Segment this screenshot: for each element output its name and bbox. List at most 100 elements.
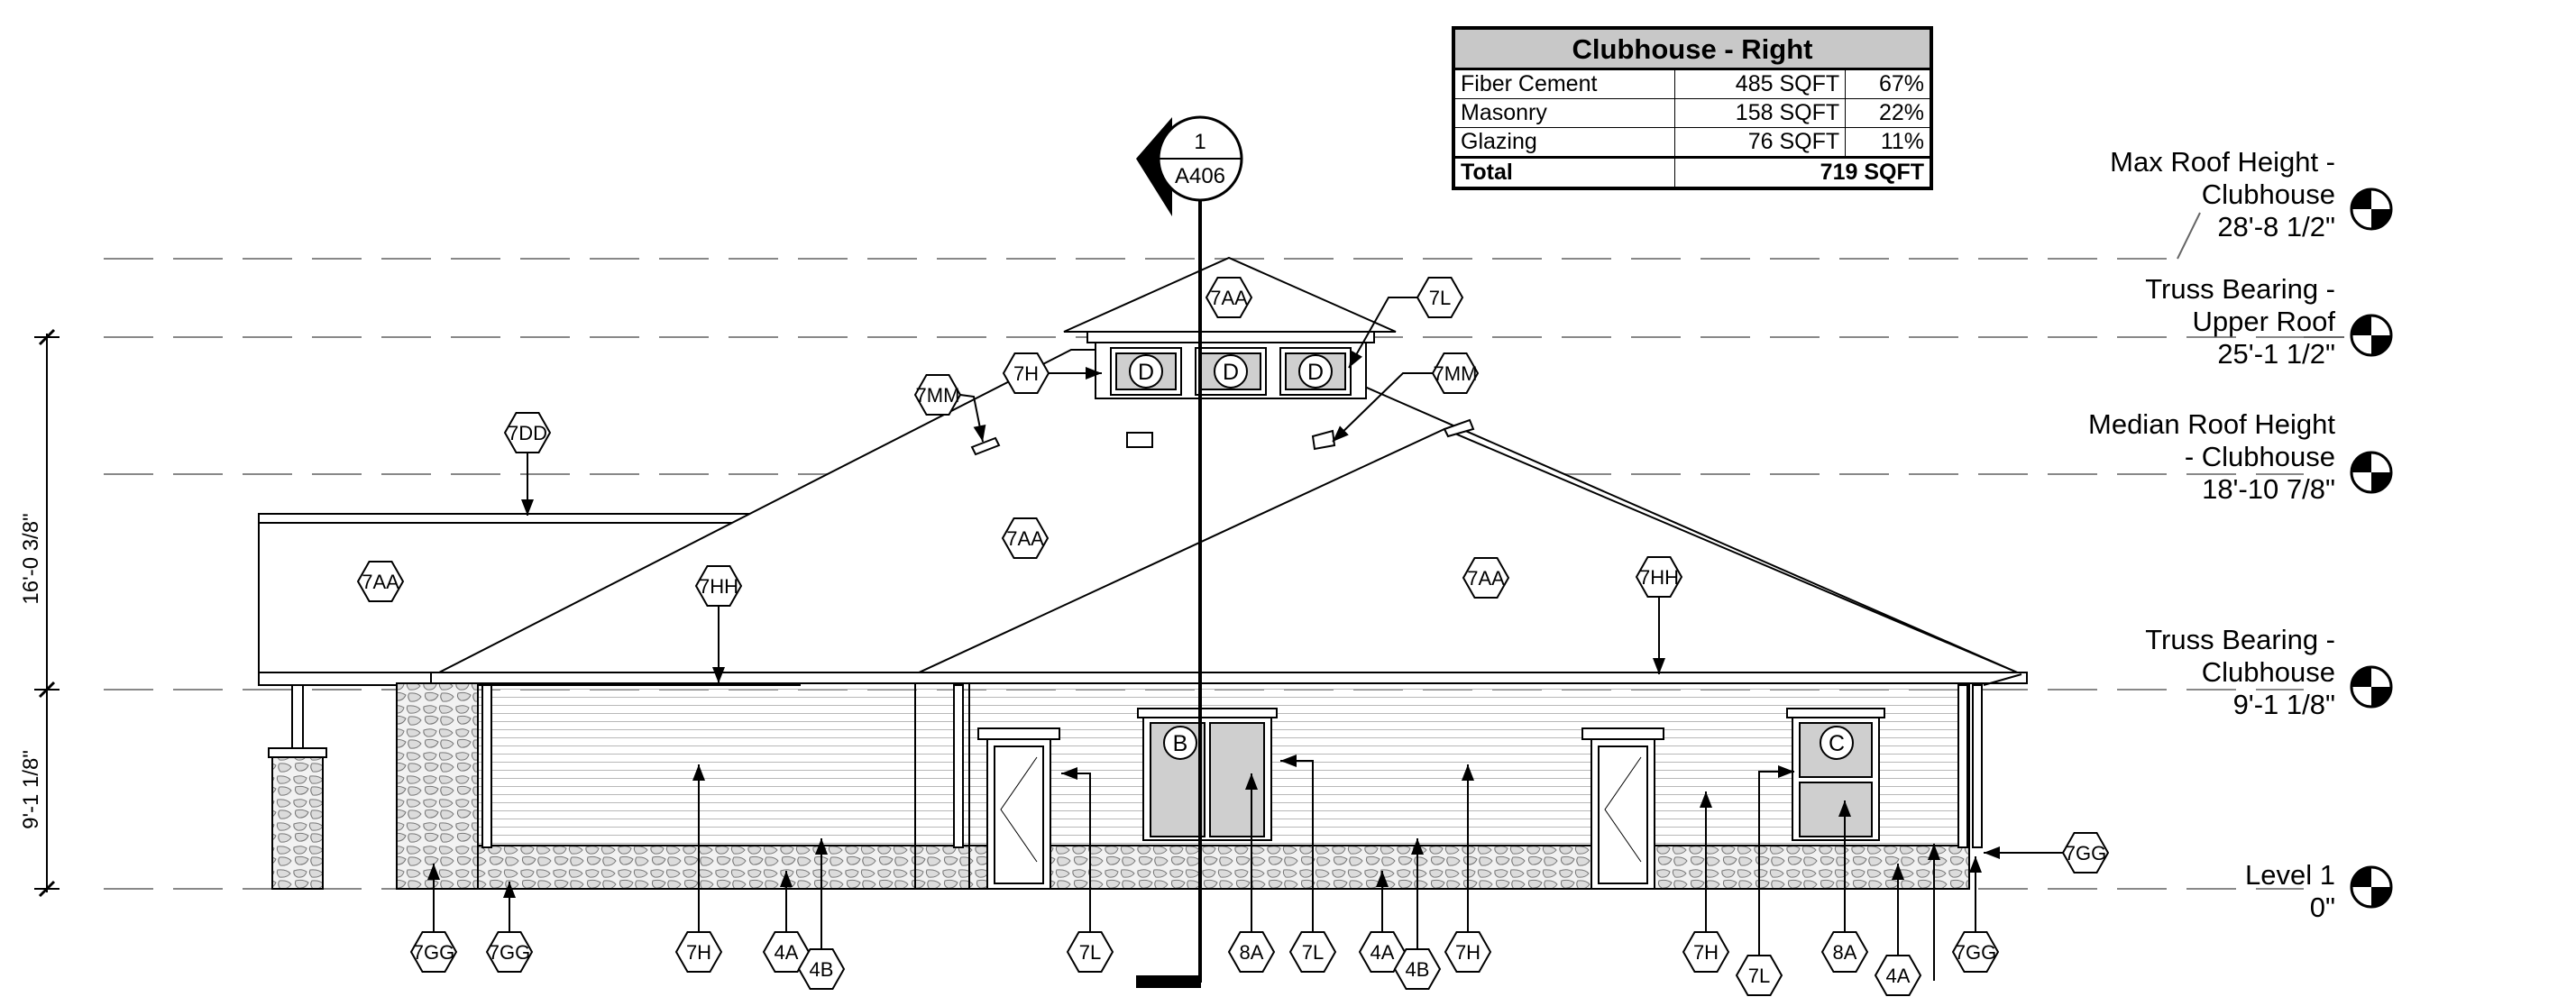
schedule-area: 158 SQFT (1673, 98, 1847, 128)
window-tag-label: B (1173, 731, 1188, 756)
keynote-tag: 4B (1393, 948, 1442, 990)
leader-arrow (1928, 844, 1940, 860)
level-name: Median Roof Height (2088, 408, 2335, 440)
leader-line (1348, 297, 1417, 369)
window-tag-label: D (1307, 360, 1324, 385)
material-schedule: Clubhouse - Right Fiber Cement 485 SQFT … (1452, 26, 1933, 190)
leader-arrow (503, 882, 516, 898)
keynote-label: 4B (1406, 958, 1430, 981)
level-name: Truss Bearing - (2145, 624, 2335, 655)
keynote-tag: 7GG (409, 931, 458, 973)
keynote-tag: 7AA (1205, 277, 1253, 318)
leader-arrow (1349, 350, 1362, 368)
section-sheet: A406 (1175, 164, 1225, 188)
schedule-row: Masonry 158 SQFT 22% (1453, 98, 1932, 128)
keynote-tag: 7GG (485, 931, 534, 973)
window-tags: D D D B C (1129, 354, 1854, 760)
leader-arrow (1984, 846, 2000, 859)
keynote-label: 7GG (2065, 842, 2106, 864)
keynote-label: 7MM (916, 384, 960, 407)
keynote-tag: 4A (1874, 955, 1922, 996)
schedule-material: Fiber Cement (1453, 69, 1675, 99)
level-name: - Clubhouse (2185, 441, 2335, 472)
keynote-label: 7L (1302, 941, 1324, 964)
keynote-tag: 4B (797, 948, 846, 990)
leader-arrow (1086, 367, 1102, 380)
window-tag: D (1214, 354, 1248, 389)
keynote-label: 4A (1371, 941, 1395, 964)
keynote-tag: 7AA (1001, 517, 1050, 559)
main-roof (430, 256, 2028, 684)
leader-arrow (1245, 773, 1258, 790)
keynote-tag: 7H (1002, 352, 1050, 394)
keynote-tag: 7MM (913, 374, 962, 416)
window-tag-label: D (1138, 360, 1154, 385)
schedule-total-label: Total (1453, 156, 1675, 189)
keynote-label: 7H (1693, 941, 1719, 964)
level-elevation: 0" (2310, 892, 2335, 923)
keynote-label: 7H (686, 941, 711, 964)
keynote-label: 7HH (699, 575, 738, 598)
keynote-label: 4A (775, 941, 799, 964)
schedule-percent: 11% (1845, 127, 1932, 158)
keynote-tag: 7GG (1951, 931, 2000, 973)
section-marker: 1 A406 (1136, 115, 1243, 988)
schedule-percent: 67% (1845, 69, 1932, 99)
window-tag: C (1820, 726, 1854, 760)
keynote-tag: 7MM (1431, 352, 1480, 394)
level-elevation: 9'-1 1/8" (2233, 689, 2335, 720)
leader-line (1332, 372, 1433, 443)
schedule-material: Masonry (1453, 98, 1675, 128)
keynote-label: 7L (1079, 941, 1101, 964)
level-name: Upper Roof (2192, 306, 2335, 337)
keynote-label: 4B (810, 958, 834, 981)
schedule-percent: 22% (1845, 98, 1932, 128)
window-tag: D (1129, 354, 1163, 389)
keynote-label: 7H (1455, 941, 1481, 964)
level-elevation: 25'-1 1/2" (2217, 338, 2335, 370)
keynote-tag: 7HH (694, 565, 743, 607)
leader-arrow (712, 667, 725, 683)
keynote-label: 7GG (413, 941, 454, 964)
keynote-tag: 4A (1358, 931, 1407, 973)
window-tag: D (1298, 354, 1333, 389)
keynote-label: 7MM (1434, 362, 1478, 385)
leader-arrow (780, 871, 793, 887)
keynote-label: 7AA (1006, 527, 1044, 550)
leader-arrow (1376, 871, 1389, 887)
leader-arrow (1778, 765, 1794, 778)
keynote-label: 7GG (489, 941, 530, 964)
doors (977, 727, 1664, 890)
keynote-label: 7L (1429, 287, 1451, 309)
level-head: Level 10" (2245, 859, 2393, 923)
leader-arrow (692, 764, 705, 781)
keynote-label: 4A (1886, 965, 1911, 987)
leader-arrow (1411, 838, 1424, 855)
schedule-title: Clubhouse - Right (1453, 27, 1932, 70)
keynote-tag: 7DD (503, 412, 552, 453)
window-tag-label: D (1223, 360, 1239, 385)
keynote-label: 7AA (1210, 287, 1248, 309)
keynote-label: 8A (1240, 941, 1264, 964)
keynote-tag: 7GG (2061, 832, 2110, 874)
schedule-total-area: 719 SQFT (1673, 156, 1932, 189)
keynote-label: 7AA (362, 571, 399, 593)
keynote-label: 7H (1013, 362, 1039, 385)
keynote-tag: 7L (1288, 931, 1337, 973)
schedule-area: 485 SQFT (1673, 69, 1847, 99)
leader-arrow (1333, 425, 1349, 442)
keynote-tag: 8A (1820, 931, 1869, 973)
keynote-tag: 7L (1735, 955, 1783, 996)
window-tag-label: C (1829, 731, 1845, 756)
schedule-total-row: Total 719 SQFT (1453, 156, 1932, 189)
leader-arrow (1280, 755, 1297, 767)
leader-arrow (973, 424, 986, 442)
leader-arrow (1969, 856, 1982, 873)
keynote-label: 7L (1748, 965, 1770, 987)
